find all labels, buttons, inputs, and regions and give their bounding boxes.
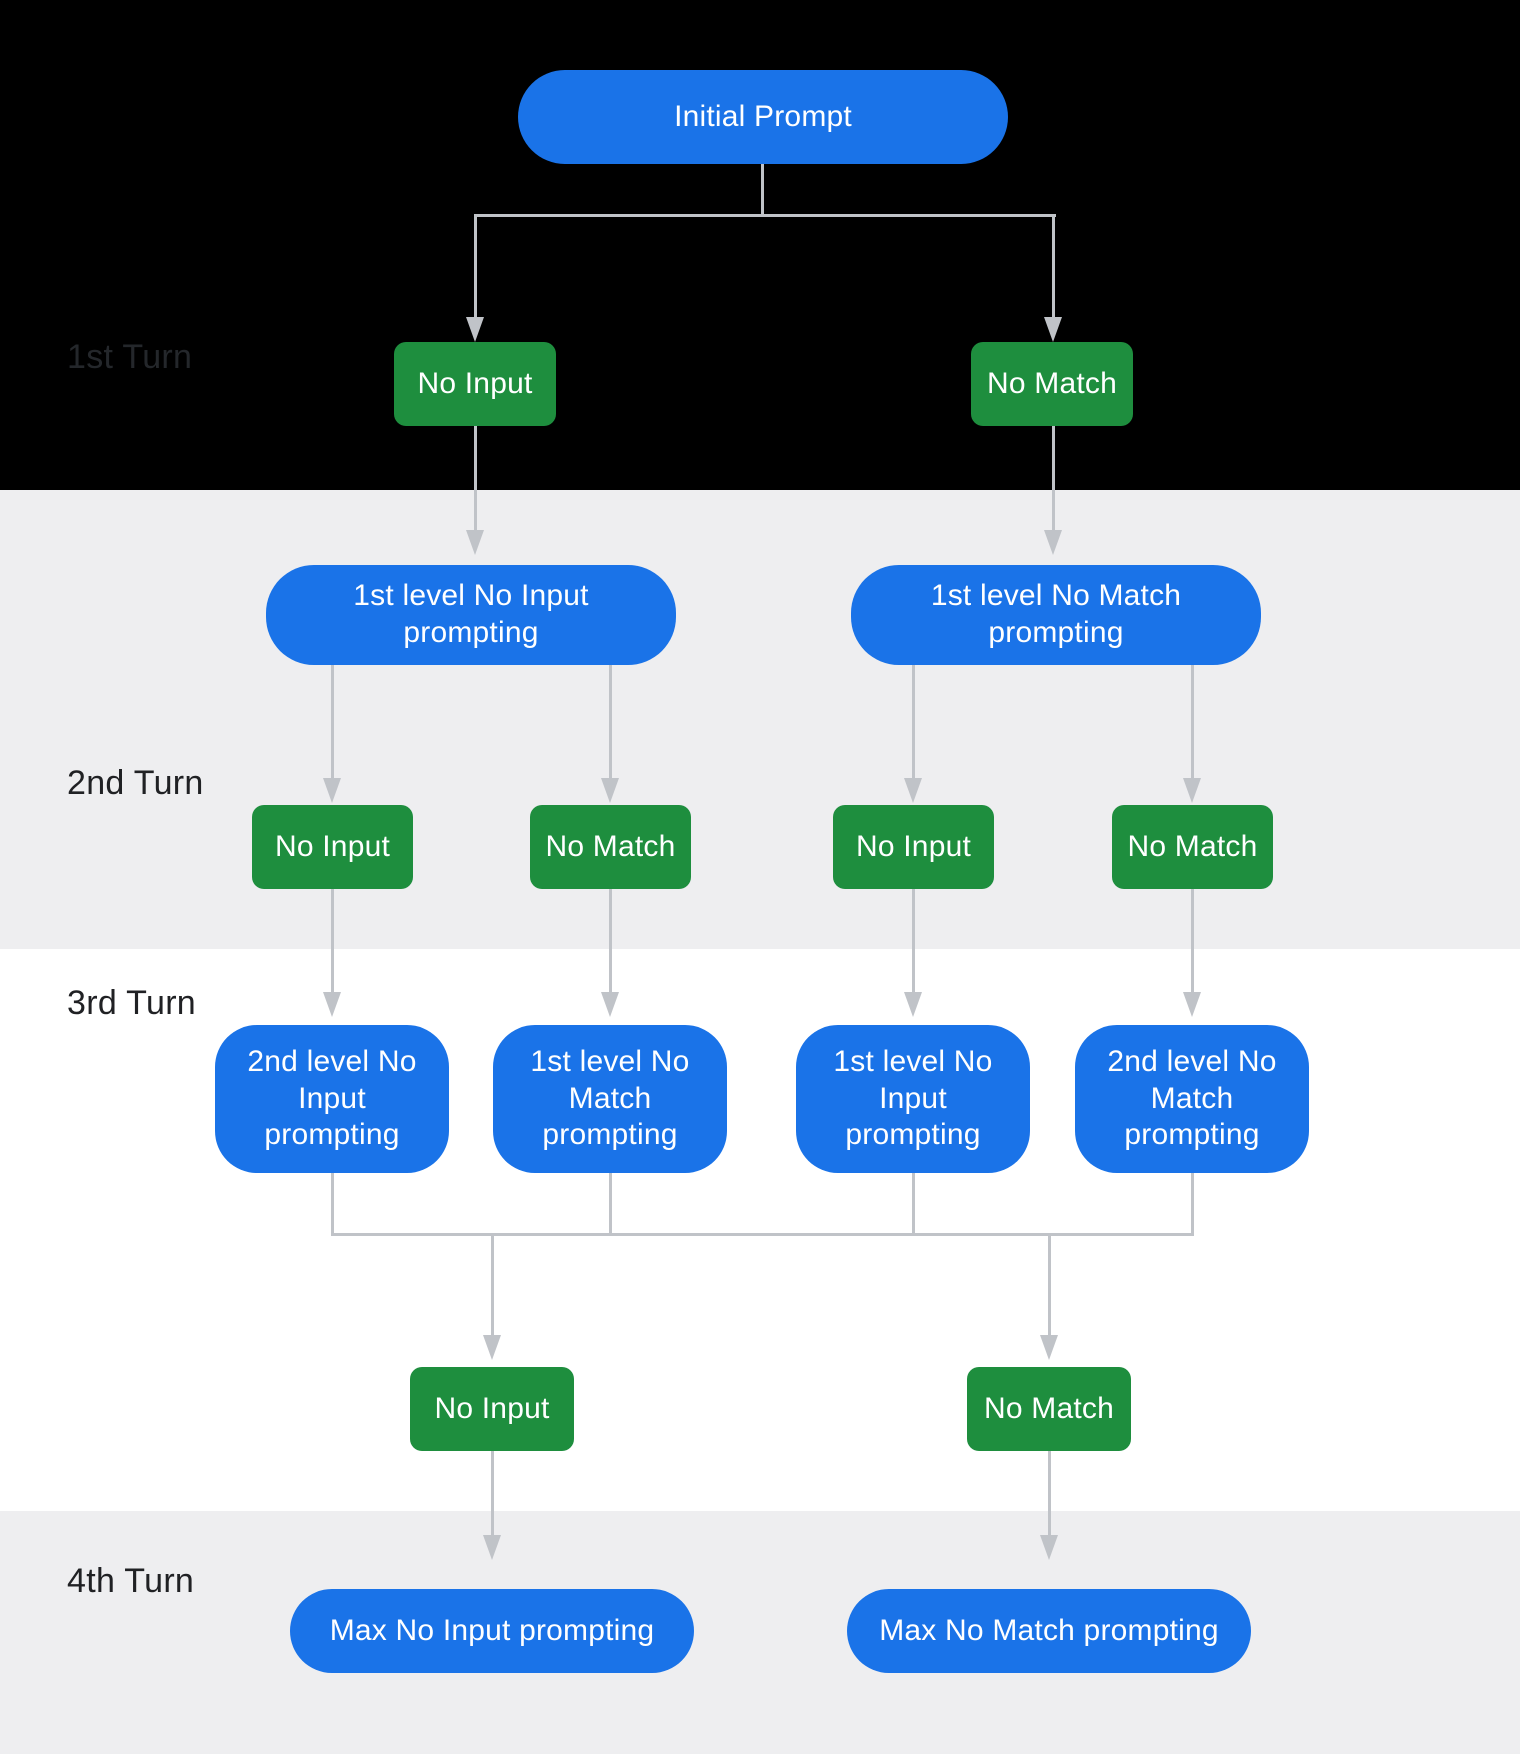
- arrow-head: [466, 530, 484, 555]
- arrow-head: [1183, 778, 1201, 803]
- turn1-no-input-node: No Input: [394, 342, 556, 426]
- connector-line: [491, 1451, 494, 1535]
- turn2-no-match-node-1: No Match: [530, 805, 691, 889]
- turn4-label: 4th Turn: [67, 1562, 195, 1600]
- connector-line: [1191, 1173, 1194, 1234]
- arrow-head: [601, 778, 619, 803]
- turn4-band: [0, 1511, 1520, 1754]
- arrow-head: [323, 778, 341, 803]
- turn3-2nd-level-no-match-node: 2nd level No Match prompting: [1075, 1025, 1309, 1173]
- connector-line: [761, 164, 764, 214]
- turn2-no-match-node-2: No Match: [1112, 805, 1273, 889]
- connector-line: [1052, 426, 1055, 530]
- turn4-max-no-input-node: Max No Input prompting: [290, 1589, 694, 1673]
- arrow-head: [323, 992, 341, 1017]
- turn2-no-input-prompting-node: 1st level No Input prompting: [266, 565, 676, 665]
- connector-line: [609, 889, 612, 992]
- arrow-head: [1040, 1335, 1058, 1360]
- turn3-1st-level-no-input-node: 1st level No Input prompting: [796, 1025, 1030, 1173]
- turn1-no-match-node: No Match: [971, 342, 1133, 426]
- turn3-2nd-level-no-input-node: 2nd level No Input prompting: [215, 1025, 449, 1173]
- arrow-head: [1044, 530, 1062, 555]
- turn3-label: 3rd Turn: [67, 984, 197, 1022]
- connector-line: [331, 1173, 334, 1234]
- turn2-no-match-prompting-node: 1st level No Match prompting: [851, 565, 1261, 665]
- connector-line: [331, 1233, 1194, 1236]
- turn1-label: 1st Turn: [67, 338, 193, 376]
- connector-line: [491, 1233, 494, 1335]
- arrow-head: [904, 778, 922, 803]
- connector-line: [1052, 214, 1055, 317]
- turn3-1st-level-no-match-node: 1st level No Match prompting: [493, 1025, 727, 1173]
- connector-line: [1048, 1233, 1051, 1335]
- arrow-head: [483, 1535, 501, 1560]
- connector-line: [331, 889, 334, 992]
- turn2-no-input-node-1: No Input: [252, 805, 413, 889]
- turn2-no-input-node-2: No Input: [833, 805, 994, 889]
- connector-line: [331, 665, 334, 778]
- connector-line: [912, 665, 915, 778]
- connector-line: [1048, 1451, 1051, 1535]
- connector-line: [474, 214, 1056, 217]
- arrow-head: [466, 317, 484, 342]
- connector-line: [474, 214, 477, 317]
- turn3-no-input-node: No Input: [410, 1367, 574, 1451]
- initial-prompt-node: Initial Prompt: [518, 70, 1008, 164]
- connector-line: [912, 1173, 915, 1234]
- turn4-max-no-match-node: Max No Match prompting: [847, 1589, 1251, 1673]
- arrow-head: [601, 992, 619, 1017]
- arrow-head: [1183, 992, 1201, 1017]
- turn2-band: [0, 490, 1520, 949]
- arrow-head: [483, 1335, 501, 1360]
- turn3-no-match-node: No Match: [967, 1367, 1131, 1451]
- arrow-head: [1040, 1535, 1058, 1560]
- connector-line: [474, 426, 477, 530]
- connector-line: [912, 889, 915, 992]
- arrow-head: [904, 992, 922, 1017]
- connector-line: [609, 1173, 612, 1234]
- turn2-label: 2nd Turn: [67, 764, 204, 802]
- connector-line: [609, 665, 612, 778]
- connector-line: [1191, 889, 1194, 992]
- arrow-head: [1044, 317, 1062, 342]
- connector-line: [1191, 665, 1194, 778]
